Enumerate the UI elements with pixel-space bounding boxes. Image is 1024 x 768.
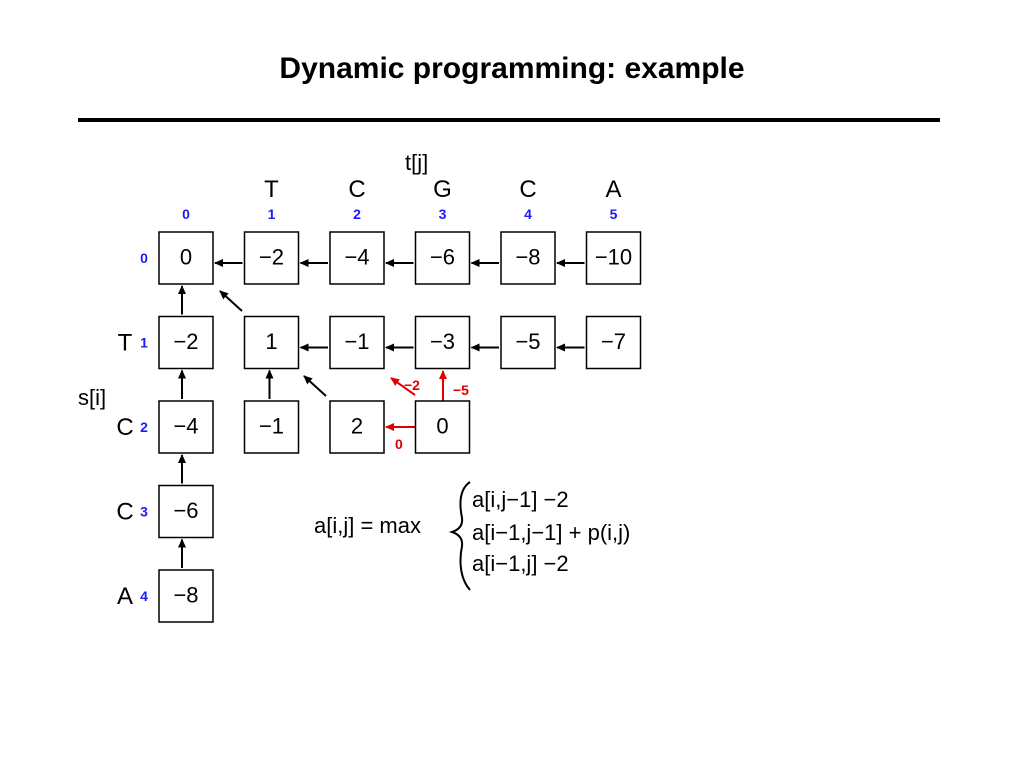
cell-value: 1 [265,329,277,354]
matrix-cell-0-1: −2 [243,231,300,285]
row-index-4: 4 [140,588,148,604]
cell-value: −2 [259,245,284,270]
matrix-cell-0-2: −4 [329,231,385,285]
row-index-0: 0 [140,250,148,266]
matrix-cell-0-5: −10 [585,231,642,285]
cell-value: −2 [173,329,198,354]
page-title: Dynamic programming: example [279,52,745,85]
cell-box [158,400,214,454]
cell-value: −5 [515,329,540,354]
cell-value: 2 [351,414,363,439]
traceback-arrows [178,259,585,568]
cell-box [243,231,300,285]
cell-box [329,315,385,370]
matrix-cell-2-2: 2 [329,400,385,454]
matrix-cell-1-3: −3 [414,315,471,370]
t-letter-5: A [605,176,621,203]
cell-box [158,231,214,285]
title-divider [78,118,940,122]
cell-box [158,484,214,539]
matrix-cell-0-0: 0 [158,231,214,285]
cell-box [158,569,214,623]
t-letter-4: C [519,176,536,203]
t-sequence-label: t[j] [405,150,428,175]
formula-brace [448,481,471,591]
diag-arrow-1-1 [219,290,243,312]
cell-value: −4 [344,245,369,270]
candidate-up-value: −5 [453,382,469,398]
matrix-cell-1-2: −1 [329,315,385,370]
cell-value: 0 [436,414,448,439]
matrix-cells: 0 −2 −4 −6 −8 −10 −2 1 −1 −3 −5 −7 −4 −1 2 0 −6 −8 [158,231,642,623]
t-letter-3: G [433,176,452,203]
cell-box [329,400,385,454]
cell-box [585,231,642,285]
formula-lhs: a[i,j] = max [314,513,421,538]
cell-box [243,400,300,454]
matrix-cell-2-3: 0 [414,400,471,454]
cell-box [500,231,556,285]
cell-value: −1 [344,329,369,354]
recurrence-formula: a[i,j] = max a[i,j−1] −2 a[i−1,j−1] + p(… [314,481,630,591]
candidate-arrows: −2 −5 0 [385,370,469,452]
matrix-cell-1-1: 1 [243,315,300,370]
cell-value: −6 [173,498,198,523]
formula-option-left: a[i,j−1] −2 [472,487,569,512]
s-letter-2: C [116,414,133,441]
s-sequence-label: s[i] [78,385,106,410]
matrix-cell-1-5: −7 [585,315,642,370]
cell-value: −7 [601,329,626,354]
col-index-2: 2 [353,206,361,222]
formula-option-diagonal: a[i−1,j−1] + p(i,j) [472,520,630,545]
t-letter-1: T [264,176,279,203]
matrix-cell-2-1: −1 [243,400,300,454]
row-index-1: 1 [140,335,148,351]
s-letter-4: A [117,583,133,610]
cell-box [414,315,471,370]
cell-box [500,315,556,370]
s-letter-1: T [118,330,133,357]
col-index-0: 0 [182,206,190,222]
candidate-diagonal-arrow [390,377,416,396]
cell-value: −8 [173,583,198,608]
cell-box [329,231,385,285]
cell-box [158,315,214,370]
matrix-cell-4-0: −8 [158,569,214,623]
matrix-cell-3-0: −6 [158,484,214,539]
cell-box [414,231,471,285]
formula-option-up: a[i−1,j] −2 [472,551,569,576]
matrix-cell-0-3: −6 [414,231,471,285]
cell-box [414,400,471,454]
cell-value: −1 [259,414,284,439]
cell-box [243,315,300,370]
col-index-3: 3 [439,206,447,222]
matrix-cell-2-0: −4 [158,400,214,454]
candidate-diagonal-value: −2 [404,377,420,393]
row-index-2: 2 [140,419,148,435]
row-index-3: 3 [140,504,148,520]
diag-arrow-2-2 [303,375,327,397]
col-index-1: 1 [268,206,276,222]
cell-box [585,315,642,370]
cell-value: −10 [595,245,632,270]
t-letter-2: C [348,176,365,203]
cell-value: −8 [515,245,540,270]
matrix-cell-1-0: −2 [158,315,214,370]
cell-value: −3 [430,329,455,354]
candidate-left-value: 0 [395,436,403,452]
cell-value: −4 [173,414,198,439]
col-index-5: 5 [610,206,618,222]
cell-value: 0 [180,245,192,270]
col-index-4: 4 [524,206,532,222]
matrix-cell-1-4: −5 [500,315,556,370]
matrix-cell-0-4: −8 [500,231,556,285]
s-letter-3: C [116,499,133,526]
cell-value: −6 [430,245,455,270]
